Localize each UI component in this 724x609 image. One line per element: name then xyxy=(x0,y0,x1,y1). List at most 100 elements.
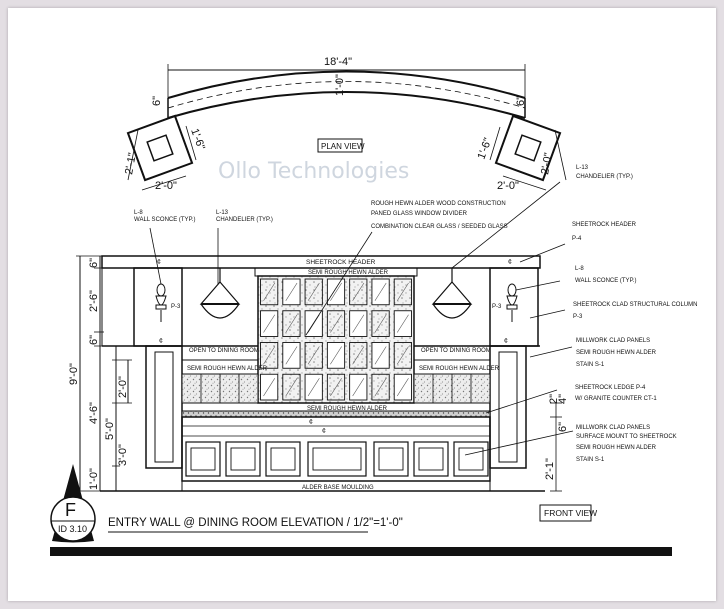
svg-text:SHEETROCK HEADER: SHEETROCK HEADER xyxy=(572,222,637,228)
note-ledge: SHEETROCK LEDGE P-4 W/ GRANITE COUNTER C… xyxy=(575,385,657,402)
plan-left-end: 6" xyxy=(151,96,163,106)
watermark: Ollo Technologies xyxy=(218,159,409,184)
drawing-title: ENTRY WALL @ DINING ROOM ELEVATION / 1/2… xyxy=(108,517,403,529)
svg-text:SURFACE MOUNT TO SHEETROCK: SURFACE MOUNT TO SHEETROCK xyxy=(576,434,677,440)
window-pane xyxy=(260,342,279,369)
pane-reflection xyxy=(307,346,320,365)
raised-panel xyxy=(225,441,261,477)
plan-right-col-width: 2'-0" xyxy=(497,180,519,192)
dim-ledge-thk: 2" xyxy=(548,394,560,404)
window-pane xyxy=(393,278,412,306)
callout-sheet: ID 3.10 xyxy=(58,524,87,534)
plan-curved-wall-outer xyxy=(167,70,526,99)
leader-lines xyxy=(149,181,574,456)
pane-reflection xyxy=(263,346,276,365)
section-callout: F ID 3.10 xyxy=(50,464,96,543)
plan-right-col-depth: 1'-6" xyxy=(476,136,495,161)
window-pane xyxy=(304,342,323,369)
pane-reflection xyxy=(285,282,298,301)
svg-text:L-13: L-13 xyxy=(576,165,589,171)
cl-top-right: ¢ xyxy=(508,259,512,266)
note-sconce-left: L-8 WALL SCONCE (TYP.) xyxy=(134,210,195,223)
elevation-drawing: Ollo Technologies 18'-4" 1'-0" xyxy=(50,56,697,556)
note-sconce-right: L-8 WALL SCONCE (TYP.) xyxy=(575,266,636,284)
pane-reflection xyxy=(330,378,342,397)
svg-text:W/ GRANITE COUNTER CT-1: W/ GRANITE COUNTER CT-1 xyxy=(575,396,657,402)
plan-right-column xyxy=(494,114,562,182)
svg-text:WALL SCONCE (TYP.): WALL SCONCE (TYP.) xyxy=(134,217,195,223)
dim-mid: 6" xyxy=(88,335,100,345)
plan-right-col-side: 2'-0" xyxy=(539,152,555,176)
raised-panel-inset xyxy=(458,447,484,471)
raised-panel-inset xyxy=(270,447,296,471)
note-chandelier-left: L-13 CHANDELIER (TYP.) xyxy=(216,210,273,223)
cl-ledge: ¢ xyxy=(309,419,313,426)
window-pane xyxy=(371,310,390,337)
baseboard-label: ALDER BASE MOULDING xyxy=(302,485,374,491)
raised-panel-inset xyxy=(418,447,444,471)
left-lower-column xyxy=(145,345,183,469)
band-left-label: SEMI ROUGH HEWN ALDER xyxy=(187,366,268,372)
lower-millwork xyxy=(181,416,491,482)
cl-top-left: ¢ xyxy=(157,259,161,266)
p3-left-label: P-3 xyxy=(171,304,181,310)
cl-mid-left: ¢ xyxy=(159,338,163,345)
dim-overall-height: 9'-0" xyxy=(68,363,80,385)
right-lower-column xyxy=(489,345,527,469)
dim-window: 2'-0" xyxy=(117,376,129,398)
note-chandelier-right: L-13 CHANDELIER (TYP.) xyxy=(576,165,633,180)
dim-lower: 4'-6" xyxy=(88,402,100,424)
pane-reflection xyxy=(396,346,409,365)
header-beam-label: SEMI ROUGH HEWN ALDER xyxy=(308,270,389,276)
p3-right-label: P-3 xyxy=(492,304,502,310)
svg-text:SHEETROCK CLAD STRUCTURAL COLU: SHEETROCK CLAD STRUCTURAL COLUMN xyxy=(573,302,697,308)
dim-ledge-top: 4" xyxy=(557,394,569,404)
plan-left-col-width: 2'-0" xyxy=(155,180,177,192)
elevation xyxy=(76,255,562,492)
svg-text:L-8: L-8 xyxy=(575,266,584,272)
ledge-beam-label: SEMI ROUGH HEWN ALDER xyxy=(307,406,388,412)
chandelier-left xyxy=(199,268,241,319)
pane-reflection xyxy=(352,346,365,365)
pane-reflection xyxy=(263,282,276,301)
svg-text:SEMI ROUGH HEWN ALDER: SEMI ROUGH HEWN ALDER xyxy=(576,350,657,356)
plan-left-col-side: 2'-1" xyxy=(123,152,139,176)
svg-text:PANED GLASS WINDOW DIVIDER: PANED GLASS WINDOW DIVIDER xyxy=(371,211,468,217)
raised-panel xyxy=(265,441,301,477)
note-construction: ROUGH HEWN ALDER WOOD CONSTRUCTION PANED… xyxy=(371,201,508,230)
raised-panel xyxy=(307,441,367,477)
dim-three: 3'-0" xyxy=(117,444,129,466)
dim-ledge-under: 6" xyxy=(557,422,569,432)
pane-reflection xyxy=(374,282,387,301)
wall-sconce-right xyxy=(506,283,518,322)
cl-base: ¢ xyxy=(322,428,326,435)
window-pane xyxy=(393,342,412,369)
header-label: SHEETROCK HEADER xyxy=(306,259,376,266)
plan-left-column xyxy=(126,114,194,182)
plan-view xyxy=(126,64,567,191)
pane-reflection xyxy=(330,314,342,333)
svg-text:P-3: P-3 xyxy=(573,314,583,320)
svg-text:P-4: P-4 xyxy=(572,236,582,242)
raised-panel-inset xyxy=(230,447,256,471)
pane-reflection xyxy=(396,282,409,301)
svg-text:MILLWORK CLAD PANELS: MILLWORK CLAD PANELS xyxy=(576,338,650,344)
front-view-box xyxy=(539,504,592,522)
window-pane xyxy=(326,310,346,337)
pane-reflection xyxy=(374,346,387,365)
pane-reflection xyxy=(330,346,342,365)
pane-reflection xyxy=(285,346,298,365)
svg-text:L-8: L-8 xyxy=(134,210,143,216)
dim-upper: 2'-6" xyxy=(88,290,100,312)
raised-panel-inset xyxy=(312,447,362,471)
window-divider-grid xyxy=(260,278,412,401)
dim-right-base: 2'-1" xyxy=(544,458,556,480)
pane-reflection xyxy=(374,314,387,333)
plan-view-label: PLAN VIEW xyxy=(321,142,365,151)
raised-panel-inset xyxy=(190,447,216,471)
svg-text:STAIN S-1: STAIN S-1 xyxy=(576,457,605,463)
dim-header: 6" xyxy=(88,258,100,268)
drawing-sheet: Ollo Technologies 18'-4" 1'-0" xyxy=(8,8,716,601)
svg-text:CHANDELIER (TYP.): CHANDELIER (TYP.) xyxy=(216,217,273,223)
window-pane xyxy=(349,278,368,306)
